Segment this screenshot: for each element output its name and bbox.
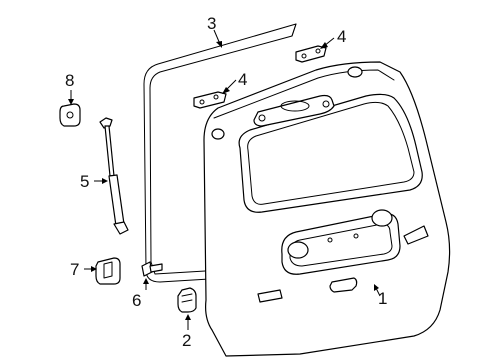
callout-6: 6 [132, 291, 141, 310]
callout-5: 5 [80, 172, 89, 191]
callout-4-middle: 4 [238, 70, 247, 89]
strut-bracket [59, 103, 81, 127]
hinge-upper [295, 45, 327, 63]
callout-1: 1 [378, 289, 387, 308]
callout-7: 7 [70, 260, 79, 279]
latch [177, 287, 197, 313]
hinge-middle [193, 91, 227, 109]
callout-4-upper: 4 [337, 27, 346, 46]
striker [95, 257, 121, 285]
liftgate-panel [203, 61, 451, 357]
callouts: 1 2 3 4 4 5 6 7 8 [65, 14, 387, 350]
bolt [141, 261, 163, 277]
gas-strut [99, 117, 129, 235]
callout-3: 3 [207, 14, 216, 33]
leader-lines [68, 29, 381, 330]
callout-8: 8 [65, 71, 74, 90]
callout-2: 2 [182, 331, 191, 350]
weatherstrip-seal [143, 23, 297, 283]
